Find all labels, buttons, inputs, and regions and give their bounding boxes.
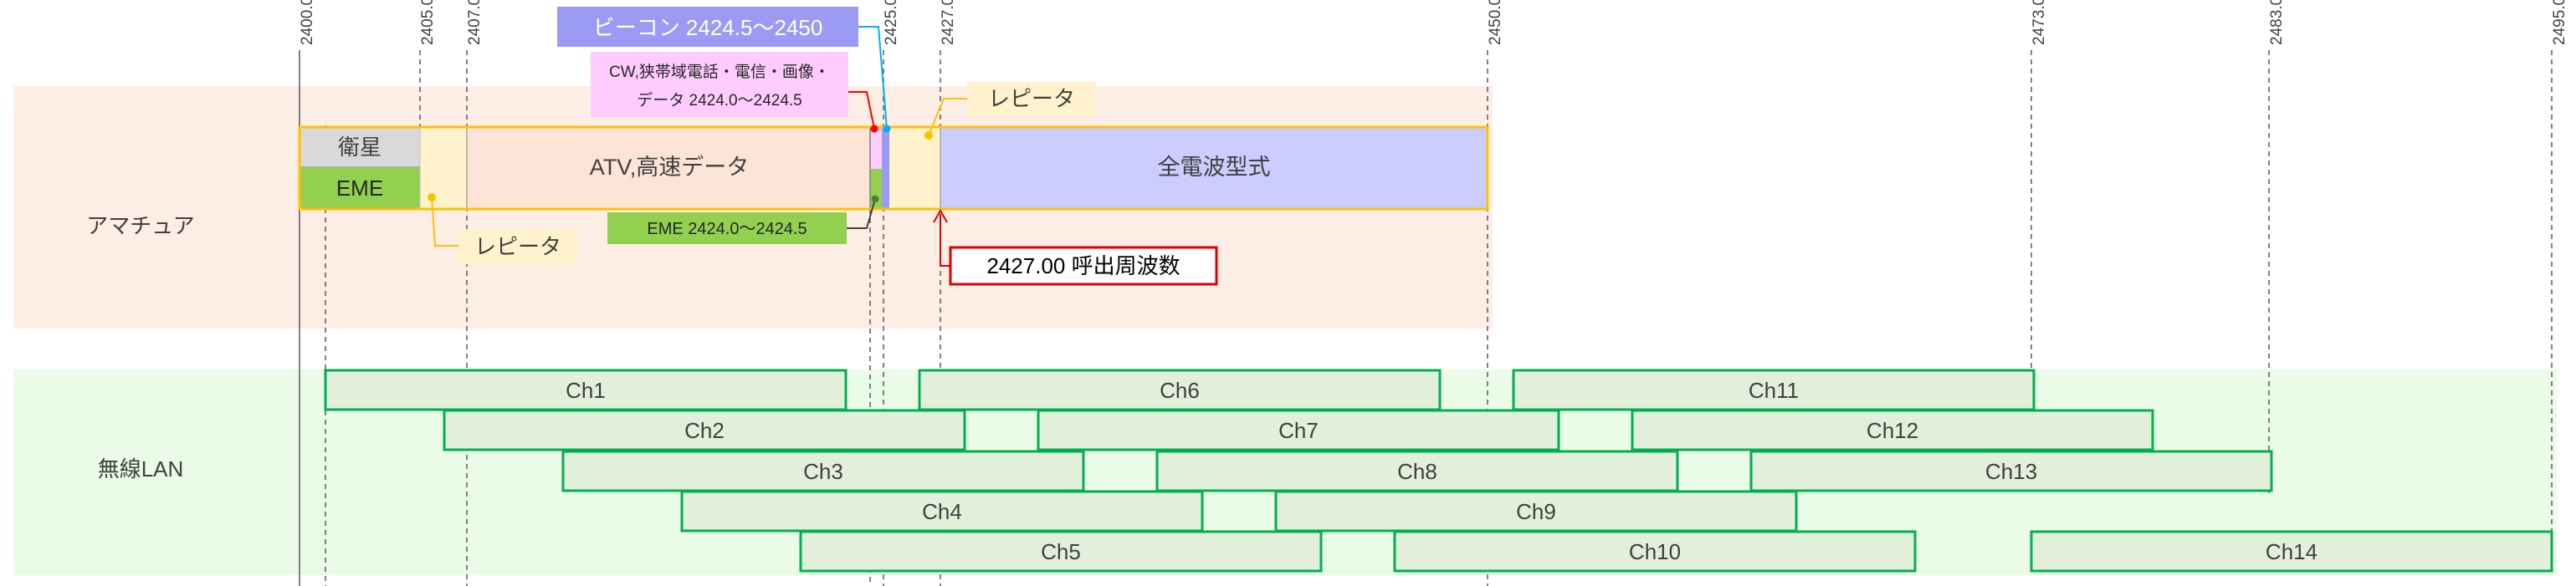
channel-label-11: Ch11 <box>1749 378 1799 403</box>
channel-label-9: Ch9 <box>1516 499 1556 524</box>
repeater-bottom-leader-dot <box>428 193 436 201</box>
eme-block <box>300 167 420 209</box>
beacon-leader-dot <box>883 125 891 133</box>
axis-tick-2407: 2407.00 <box>466 0 484 45</box>
eme-label: EME <box>336 176 383 201</box>
repeater-callout-bottom-label: レピータ <box>474 234 561 259</box>
eme-narrow-leader-dot <box>871 195 879 203</box>
channel-label-10: Ch10 <box>1629 539 1681 564</box>
cw-callout-line1: CW,狭帯域電話・電信・画像・ <box>609 63 830 81</box>
eme-narrow-callout-box <box>607 212 847 244</box>
repeater-top-leader-line <box>928 98 967 136</box>
amateur-row-label: アマチュア <box>86 213 194 238</box>
calling-frequency-callout-box <box>949 246 1218 286</box>
channel-label-2: Ch2 <box>684 418 725 443</box>
channel-label-13: Ch13 <box>1985 459 2037 484</box>
axis-tick-2450: 2450.00 <box>1487 0 1504 45</box>
axis-tick-2405: 2405.00 <box>419 0 437 45</box>
all-modes-label: 全電波型式 <box>1158 155 1271 180</box>
calling-frequency-callout-label: 2427.00 呼出周波数 <box>986 253 1180 278</box>
eme-narrow-leader-line <box>847 198 876 229</box>
axis-tick-2483: 2483.00 <box>2268 0 2286 45</box>
beacon-block <box>882 127 889 209</box>
amateur-band-blocks: 衛星 EME ATV,高速データ 全電波型式 <box>298 125 1489 211</box>
channel-label-4: Ch4 <box>922 499 962 524</box>
atv-high-speed-data-block <box>467 127 870 209</box>
repeater-callout-bottom-box <box>458 229 577 264</box>
repeater-callout-top-label: レピータ <box>988 86 1075 111</box>
channel-box-6 <box>918 369 1442 411</box>
repeater-callout-top-box <box>967 82 1096 115</box>
cw-leader-line <box>848 91 875 130</box>
repeater-block-left <box>420 127 467 209</box>
channel-box-7 <box>1037 409 1560 451</box>
axis-tick-2473: 2473.00 <box>2031 0 2048 45</box>
channel-box-1 <box>324 369 848 411</box>
beacon-callout-box <box>557 7 858 47</box>
cw-callout-box <box>591 52 848 117</box>
channel-label-1: Ch1 <box>566 378 606 403</box>
channel-box-11 <box>1512 369 2036 411</box>
channel-label-5: Ch5 <box>1041 539 1081 564</box>
eme-narrow-block <box>870 169 882 209</box>
eme-narrow-callout-label: EME 2424.0～2424.5 <box>647 220 807 238</box>
satellite-block <box>300 127 420 167</box>
channel-box-12 <box>1631 409 2154 451</box>
channel-box-2 <box>443 409 966 451</box>
amateur-band-border <box>298 125 1489 211</box>
repeater-bottom-leader-line <box>431 196 458 247</box>
calling-frequency-leader-line <box>940 214 950 267</box>
channel-box-13 <box>1749 450 2273 492</box>
axis-tick-2425: 2425.00 <box>883 0 900 45</box>
channel-box-8 <box>1155 450 1679 492</box>
channel-box-14 <box>2030 530 2553 573</box>
beacon-leader-line <box>858 26 888 130</box>
cw-leader-dot <box>870 125 878 133</box>
wlan-row-label: 無線LAN <box>98 456 184 482</box>
channel-box-10 <box>1393 530 1917 573</box>
channel-box-3 <box>561 450 1085 492</box>
channel-label-6: Ch6 <box>1160 378 1200 403</box>
cw-callout-line2: データ 2424.0～2424.5 <box>637 91 802 110</box>
callouts: ビーコン 2424.5～2450 CW,狭帯域電話・電信・画像・ データ 242… <box>428 7 1218 286</box>
channel-label-12: Ch12 <box>1867 418 1918 443</box>
channel-label-14: Ch14 <box>2266 539 2317 564</box>
atv-high-speed-data-label: ATV,高速データ <box>590 155 750 180</box>
axis-tick-labels: 2400.00 2405.00 2407.00 2425.00 2427.00 … <box>299 0 2568 45</box>
calling-frequency-arrowhead <box>933 208 948 223</box>
all-modes-block <box>940 127 1488 209</box>
channel-box-9 <box>1274 490 1798 532</box>
channel-label-7: Ch7 <box>1278 418 1319 443</box>
repeater-block-right <box>889 127 940 209</box>
beacon-callout-label: ビーコン 2424.5～2450 <box>593 15 823 40</box>
channel-box-5 <box>799 530 1323 573</box>
cw-narrowband-block <box>870 127 882 169</box>
satellite-label: 衛星 <box>338 135 382 160</box>
axis-tick-2427: 2427.00 <box>940 0 957 45</box>
channel-label-8: Ch8 <box>1397 459 1437 484</box>
repeater-top-leader-dot <box>924 131 933 140</box>
axis-tick-2495: 2495.00 <box>2551 0 2568 45</box>
channel-label-3: Ch3 <box>803 459 843 484</box>
axis-tick-2400: 2400.00 <box>299 0 316 45</box>
